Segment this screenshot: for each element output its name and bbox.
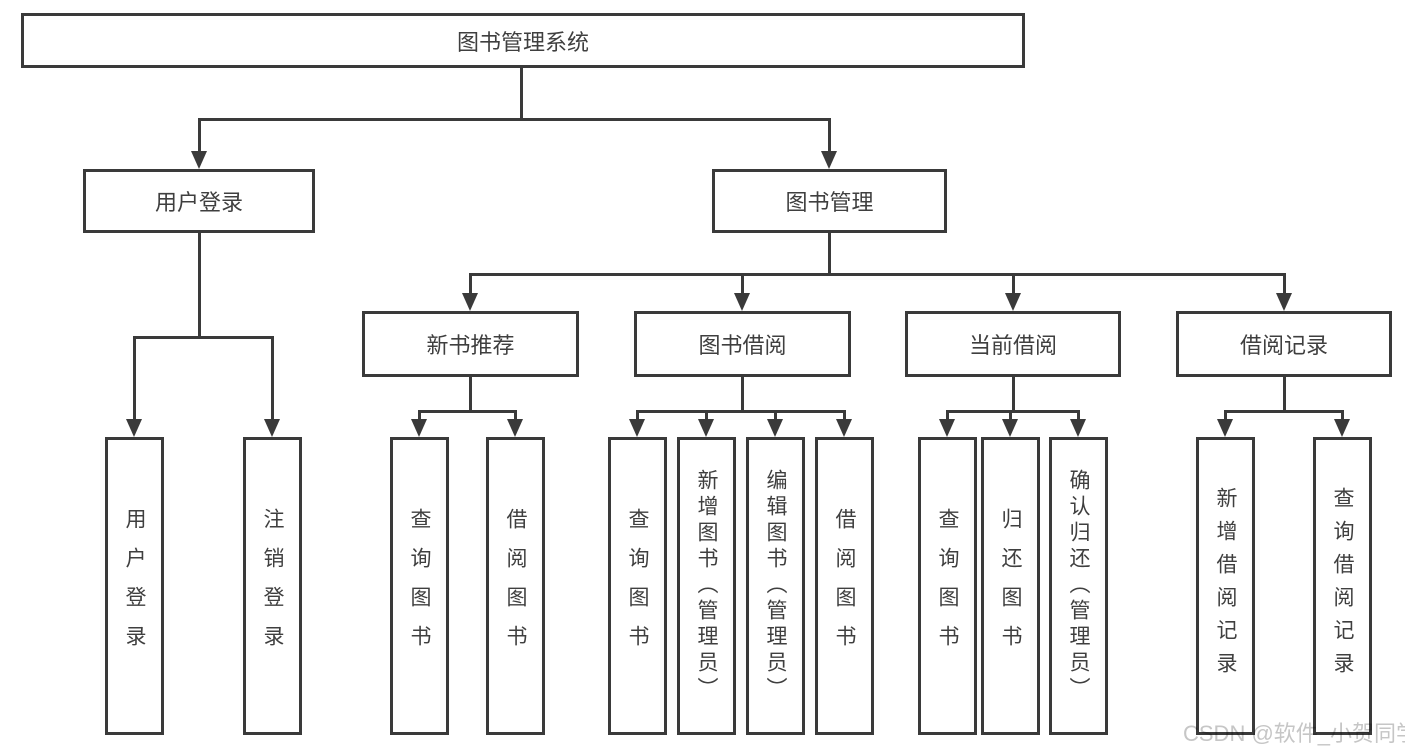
connector-line [469,273,472,293]
node-label: 查询图书 [408,508,431,664]
node-label: 借阅图书 [504,508,527,664]
connector-line [774,410,777,419]
arrow-down-icon [411,419,427,437]
connector-line [828,233,831,273]
arrow-down-icon [191,151,207,169]
connector-line [1012,273,1015,293]
connector-line [133,336,274,339]
arrow-down-icon [836,419,852,437]
node-label: 归还图书 [999,508,1022,664]
connector-line [1283,273,1286,293]
csdn-watermark: CSDN @软件_小贺同学 [1183,721,1405,746]
node-new-book-recommend: 新书推荐 [362,311,579,377]
leaf-query-borrow-record: 查询借阅记录 [1313,437,1372,735]
node-label: 查询图书 [626,508,649,664]
connector-line [741,377,744,410]
connector-line [1009,410,1012,419]
connector-line [1283,377,1286,410]
arrow-down-icon [629,419,645,437]
node-label: 确认归还（管理员） [1067,469,1090,703]
connector-line [636,410,639,419]
node-label: 用户登录 [123,508,146,664]
leaf-add-borrow-record: 新增借阅记录 [1196,437,1255,735]
arrow-down-icon [1002,419,1018,437]
arrow-down-icon [821,151,837,169]
arrow-down-icon [939,419,955,437]
connector-line [1224,410,1343,413]
node-library-system: 图书管理系统 [21,13,1025,68]
node-label: 新书推荐 [426,333,515,358]
node-label: 新增借阅记录 [1214,487,1237,685]
leaf-query-books: 查询图书 [390,437,449,735]
leaf-borrow-books-2: 借阅图书 [815,437,874,735]
connector-line [843,410,846,419]
connector-line [198,233,201,336]
connector-line [469,377,472,410]
connector-line [418,410,421,419]
node-label: 用户登录 [154,190,243,215]
connector-line [1224,410,1227,419]
leaf-query-books-2: 查询图书 [608,437,667,735]
connector-line [514,410,517,419]
connector-line [1012,377,1015,410]
arrow-down-icon [1217,419,1233,437]
arrow-down-icon [264,419,280,437]
node-current-borrow: 当前借阅 [905,311,1121,377]
node-label: 当前借阅 [968,333,1057,358]
node-label: 图书管理 [785,190,874,215]
node-label: 查询图书 [936,508,959,664]
node-label: 查询借阅记录 [1331,487,1354,685]
arrow-down-icon [734,293,750,311]
arrow-down-icon [1276,293,1292,311]
connector-line [1077,410,1080,419]
connector-line [520,68,523,118]
connector-line [636,410,845,413]
node-label: 图书管理系统 [456,29,589,55]
connector-line [271,336,274,419]
node-label: 借阅图书 [833,508,856,664]
arrow-down-icon [767,419,783,437]
connector-line [705,410,708,419]
connector-line [1341,410,1344,419]
connector-line [133,336,136,419]
connector-line [946,410,949,419]
connector-line [741,273,744,293]
node-book-management: 图书管理 [712,169,947,233]
node-borrow-record: 借阅记录 [1176,311,1392,377]
leaf-add-books-admin: 新增图书（管理员） [677,437,736,735]
arrow-down-icon [507,419,523,437]
connector-line [469,273,1285,276]
node-label: 注销登录 [261,508,284,664]
leaf-edit-books-admin: 编辑图书（管理员） [746,437,805,735]
leaf-confirm-return-admin: 确认归还（管理员） [1049,437,1108,735]
arrow-down-icon [1005,293,1021,311]
node-book-borrow: 图书借阅 [634,311,851,377]
connector-line [946,410,1079,413]
node-label: 图书借阅 [698,333,787,358]
leaf-user-login: 用户登录 [105,437,164,735]
leaf-query-books-3: 查询图书 [918,437,977,735]
arrow-down-icon [1070,419,1086,437]
connector-line [828,118,831,151]
connector-line [198,118,831,121]
leaf-logout: 注销登录 [243,437,302,735]
node-label: 借阅记录 [1239,333,1328,358]
leaf-return-books: 归还图书 [981,437,1040,735]
arrow-down-icon [1334,419,1350,437]
arrow-down-icon [126,419,142,437]
arrow-down-icon [462,293,478,311]
node-label: 编辑图书（管理员） [764,469,787,703]
node-label: 新增图书（管理员） [695,469,718,703]
leaf-borrow-books: 借阅图书 [486,437,545,735]
connector-line [418,410,516,413]
connector-line [198,118,201,151]
node-user-login: 用户登录 [83,169,315,233]
arrow-down-icon [698,419,714,437]
